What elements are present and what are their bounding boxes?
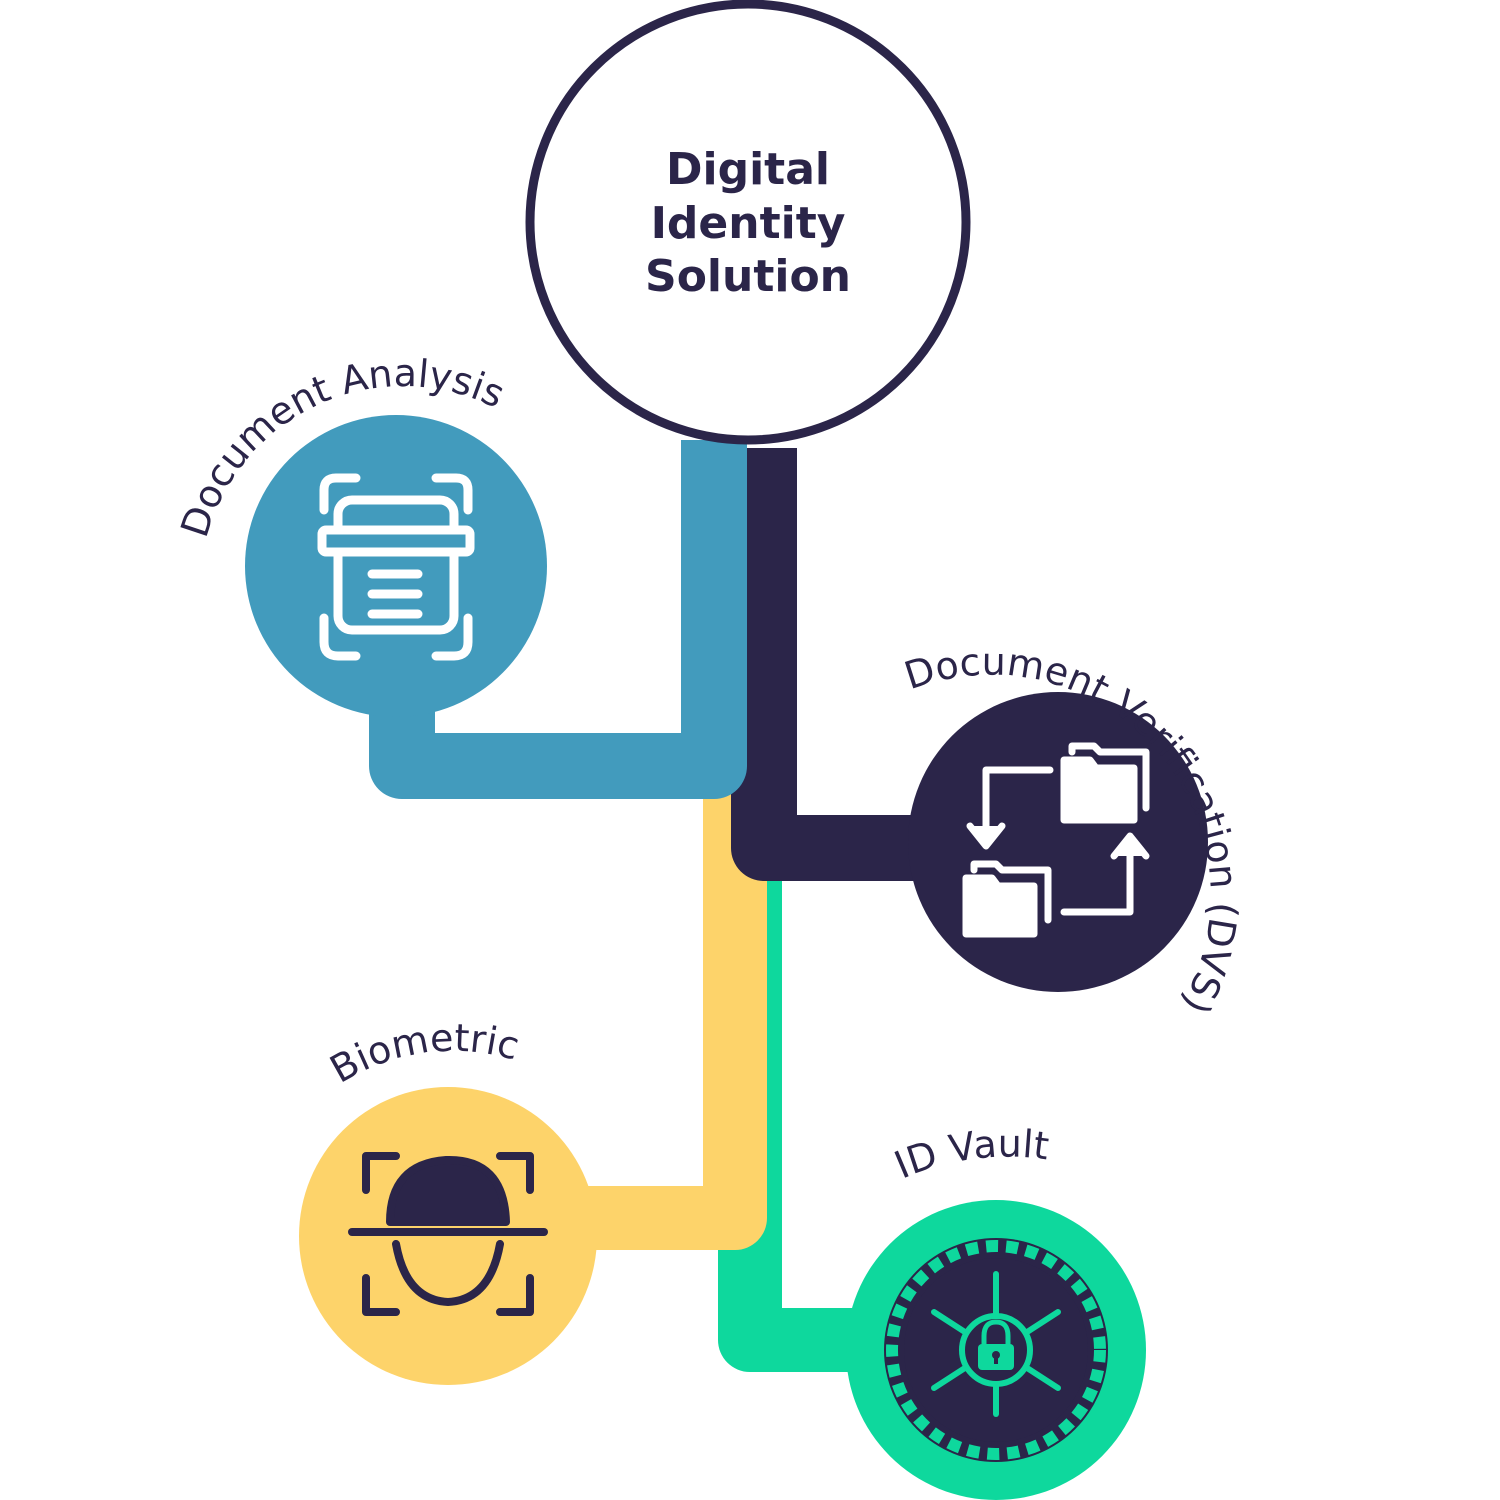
node-document-verification: Document Verification (DVS) (899, 640, 1246, 1022)
document-analysis-circle (245, 415, 547, 717)
connectors (369, 440, 930, 1372)
connector-id-vault (718, 860, 880, 1372)
connector-biometric (560, 760, 767, 1250)
connector-document-analysis (369, 440, 747, 799)
center-circle (525, 0, 971, 445)
center-line-1: Digital (666, 144, 830, 195)
node-biometric: Biometric (299, 1016, 597, 1385)
node-document-analysis: Document Analysis (172, 351, 547, 717)
center-line-3: Solution (645, 251, 851, 302)
document-scan-icon (317, 473, 475, 661)
center-node: Digital Identity Solution (525, 0, 971, 445)
folder-exchange-icon (962, 742, 1150, 938)
id-vault-label: ID Vault (888, 1122, 1051, 1188)
connector-dvs (731, 448, 930, 881)
face-scan-icon (348, 1152, 548, 1316)
biometric-label: Biometric (323, 1016, 524, 1092)
center-line-2: Identity (651, 198, 846, 249)
node-id-vault: ID Vault (846, 1122, 1146, 1500)
vault-lock-icon (884, 1238, 1108, 1462)
